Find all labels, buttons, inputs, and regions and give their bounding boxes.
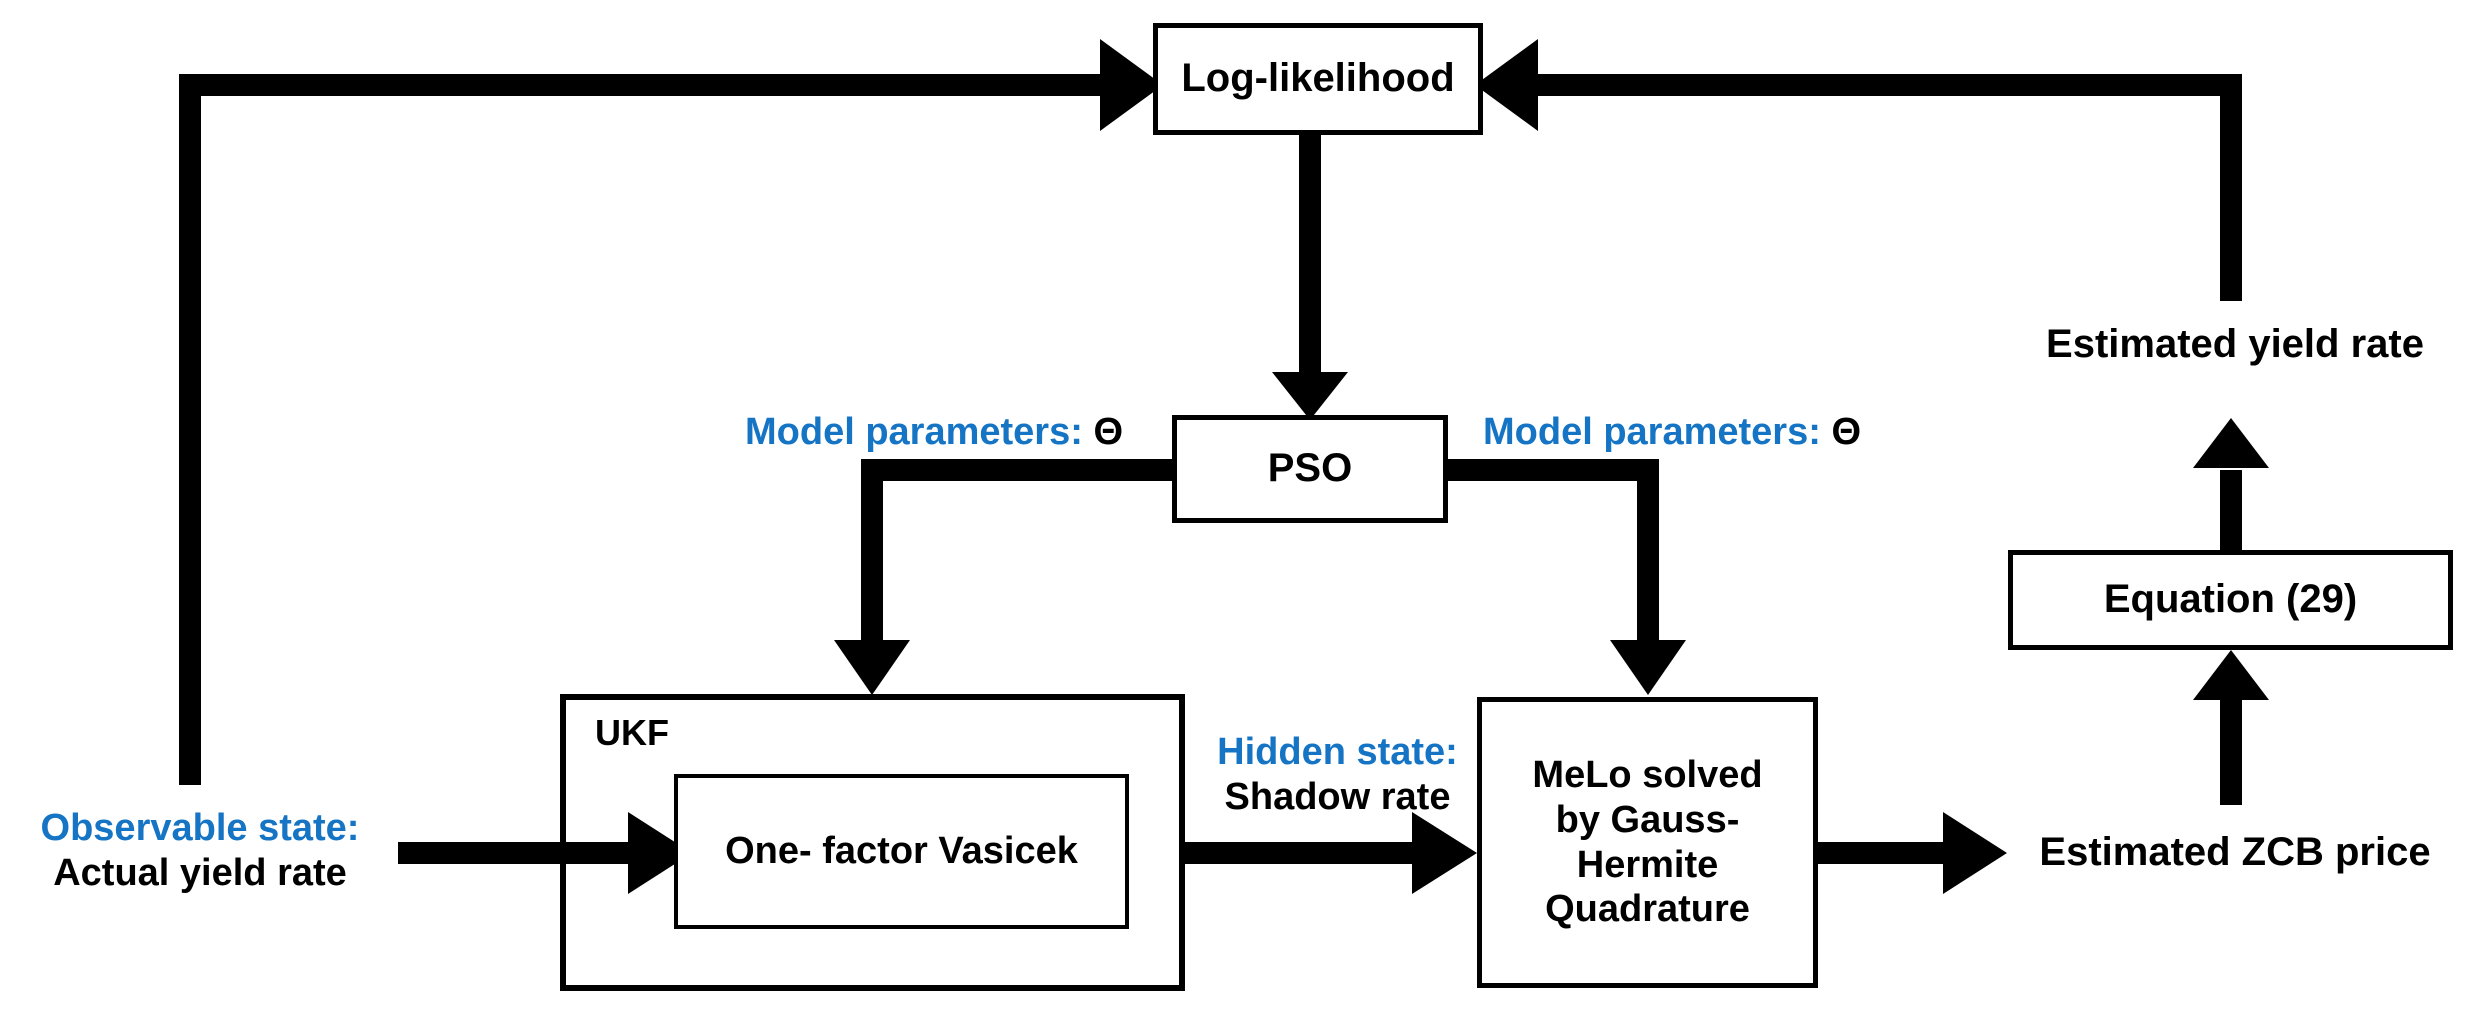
label-observable-state-blue: Observable state: (40, 807, 360, 849)
label-observable-state: Observable state: Actual yield rate (10, 806, 390, 896)
node-melo[interactable]: MeLo solved by Gauss- Hermite Quadrature (1477, 697, 1818, 988)
label-estimated-zcb-price: Estimated ZCB price (2039, 830, 2431, 874)
node-vasicek-label: One- factor Vasicek (725, 830, 1078, 873)
node-log-likelihood[interactable]: Log-likelihood (1153, 23, 1483, 135)
theta-symbol-left: Θ (1093, 411, 1124, 453)
node-pso[interactable]: PSO (1172, 415, 1448, 523)
node-log-likelihood-label: Log-likelihood (1181, 56, 1455, 101)
label-model-parameters-right: Model parameters: Θ (1483, 410, 1861, 455)
edge-pso-to-ukf (834, 459, 1172, 695)
node-melo-line-4: Quadrature (1545, 888, 1750, 931)
node-melo-line-1: MeLo solved (1532, 753, 1763, 796)
ukf-container-box (560, 694, 1185, 991)
edge-equation-to-yield (2193, 418, 2269, 550)
edge-melo-to-zcb (1818, 812, 2007, 894)
theta-symbol-right: Θ (1831, 411, 1862, 453)
node-pso-label: PSO (1267, 446, 1353, 491)
node-equation-29[interactable]: Equation (29) (2008, 550, 2453, 650)
edge-observable-to-loglikelihood (179, 39, 1163, 785)
edge-yield-to-loglikelihood (1475, 39, 2242, 301)
label-model-parameters-left-text: Model parameters: (745, 411, 1083, 453)
label-hidden-state-black: Shadow rate (1224, 775, 1451, 818)
edge-zcb-to-equation (2193, 650, 2269, 805)
edge-ukf-to-melo (1182, 812, 1477, 894)
node-equation-29-label: Equation (29) (2103, 577, 2358, 622)
node-melo-line-2: by Gauss- (1555, 798, 1740, 841)
node-one-factor-vasicek[interactable]: One- factor Vasicek (674, 774, 1129, 929)
node-melo-line-3: Hermite (1576, 843, 1719, 886)
label-estimated-yield-rate: Estimated yield rate (2046, 322, 2424, 366)
label-model-parameters-left: Model parameters: Θ (745, 410, 1123, 455)
label-hidden-state: Hidden state: Shadow rate (1195, 730, 1480, 820)
label-model-parameters-right-text: Model parameters: (1483, 411, 1821, 453)
edge-pso-to-melo (1447, 459, 1686, 695)
label-observable-state-black: Actual yield rate (53, 851, 347, 894)
edge-observable-to-ukf (398, 812, 692, 894)
edge-loglikelihood-to-pso (1272, 135, 1348, 420)
label-hidden-state-blue: Hidden state: (1217, 731, 1458, 773)
ukf-tag-label: UKF (595, 712, 669, 753)
